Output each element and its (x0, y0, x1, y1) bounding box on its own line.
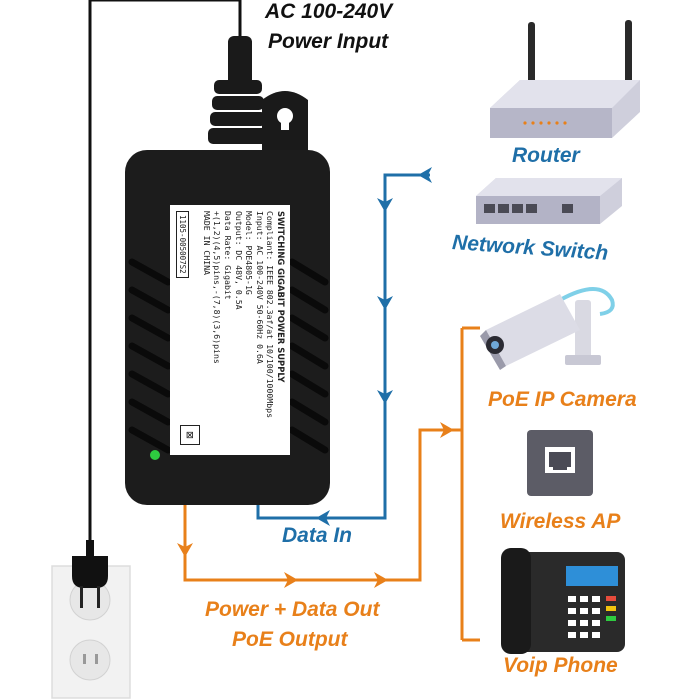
ac-input-label-line2: Power Input (268, 30, 389, 53)
poe-ip-camera-label: PoE IP Camera (488, 388, 637, 411)
ip-camera-icon (480, 287, 615, 370)
network-switch-icon (476, 178, 622, 224)
sticker-line7: MADE IN CHINA (201, 211, 212, 276)
sticker-serial: 1105-005007S2 (176, 211, 189, 278)
wireless-ap-icon (527, 430, 593, 496)
data-in-label: Data In (282, 524, 353, 547)
sticker-line4: Output: DC 48V, 0.5A (233, 211, 244, 310)
poe-output-label: PoE Output (232, 628, 348, 651)
router-label: Router (512, 144, 580, 167)
sticker-line3: Model: POE4805-1G (244, 211, 255, 295)
sticker-title: SWITCHING GIGABIT POWER SUPPLY (276, 211, 286, 383)
adapter-label-sticker: SWITCHING GIGABIT POWER SUPPLY Compliant… (170, 205, 290, 455)
data-in-line (256, 173, 430, 520)
wireless-ap-label: Wireless AP (500, 510, 621, 533)
sticker-line2: Input: AC 100-240V 50-60Hz 0.6A (254, 211, 265, 364)
ac-power-cord (88, 0, 268, 548)
power-led (150, 450, 160, 460)
sticker-line1: Compliant: IEEE 802.3af/at 10/100/1000Mb… (265, 211, 276, 419)
voip-phone-icon (501, 548, 625, 654)
sticker-line5: Data Rate: Gigabit (223, 211, 234, 300)
ac-input-label-line1: AC 100-240V (265, 0, 393, 23)
poe-arrows (177, 422, 454, 588)
router-icon (490, 20, 640, 138)
sticker-line6: +(1,2)(4,5)pins,-(7,8)(3,6)pins (212, 211, 223, 364)
power-plug-icon (72, 540, 108, 608)
weee-bin-icon: ⊠ (180, 425, 200, 445)
data-arrows (316, 167, 432, 526)
voip-phone-label: Voip Phone (503, 654, 618, 677)
power-data-out-label: Power + Data Out (205, 598, 380, 621)
